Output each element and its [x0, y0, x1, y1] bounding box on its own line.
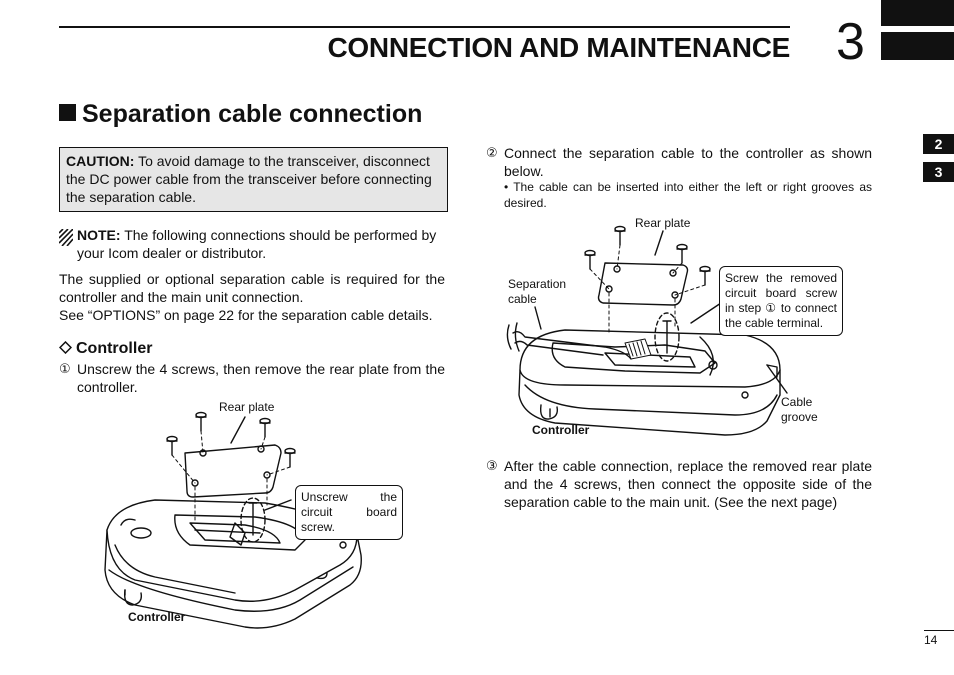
fig2-cable-groove-label: Cable groove [781, 395, 818, 424]
header-rule [59, 26, 790, 28]
figure-controller-cable [506, 225, 788, 436]
step-number: ① [59, 361, 71, 376]
step-text: After the cable connection, replace the … [504, 458, 872, 510]
chapter-title: CONNECTION AND MAINTENANCE [327, 32, 791, 63]
note-label: NOTE: [77, 227, 121, 243]
fig2-caption: Controller [532, 423, 590, 437]
note: NOTE: The following connections should b… [59, 226, 445, 262]
caution-label: CAUTION: [66, 153, 135, 169]
intro-paragraph: The supplied or optional separation cabl… [59, 271, 445, 305]
note-text: The following connections should be perf… [77, 227, 437, 261]
step-text: Connect the separation cable to the cont… [504, 145, 872, 179]
page-number: 14 [924, 633, 938, 647]
diamond-marker-icon [58, 340, 73, 355]
chapter-tab-top [881, 0, 954, 26]
side-tab-3[interactable]: 3 [923, 162, 954, 182]
chapter-number: 3 [836, 13, 865, 71]
fig1-rear-plate-label: Rear plate [219, 400, 275, 414]
step-text: Unscrew the 4 screws, then remove the re… [77, 361, 445, 395]
step-1: ① Unscrew the 4 screws, then remove the … [59, 360, 445, 396]
fig1-caption: Controller [128, 610, 186, 624]
step-number: ③ [486, 458, 498, 473]
step-2: ② Connect the separation cable to the co… [486, 144, 872, 180]
step-3: ③ After the cable connection, replace th… [486, 457, 872, 511]
section-square-icon [59, 104, 76, 121]
chapter-tab-bar [881, 32, 954, 60]
side-tab-2[interactable]: 2 [923, 134, 954, 154]
section-title: Separation cable connection [59, 100, 422, 129]
caution-text: To avoid damage to the transceiver, disc… [66, 153, 432, 205]
step-2-bullet: • The cable can be inserted into either … [504, 180, 872, 210]
caution-box: CAUTION: To avoid damage to the transcei… [59, 147, 448, 212]
intro-text: The supplied or optional separation cabl… [59, 270, 445, 324]
note-hatch-icon [59, 229, 73, 246]
intro-see-options: See “OPTIONS” on page 22 for the separat… [59, 307, 433, 323]
subsection-title: Controller [58, 340, 152, 358]
figure-controller-unscrew [104, 411, 362, 629]
fig2-callout: Screw the removed circuit board screw in… [719, 266, 843, 336]
fig1-callout: Unscrew the circuit board screw. [295, 485, 403, 540]
step-number: ② [486, 145, 498, 160]
fig2-rear-plate-label: Rear plate [635, 216, 691, 230]
fig2-separation-cable-label: Separation cable [508, 277, 567, 306]
footer-rule [924, 630, 954, 631]
